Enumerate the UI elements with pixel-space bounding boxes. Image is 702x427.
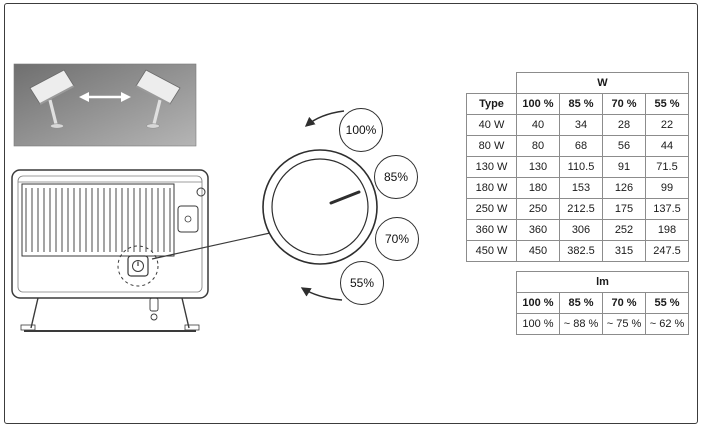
value-cell: 450 [516, 240, 560, 262]
value-cell: 130 [516, 156, 560, 178]
tilt-double-arrow-icon [79, 92, 131, 102]
value-cell: ~ 62 % [645, 313, 689, 335]
value-cell: 360 [516, 219, 560, 241]
dial-option-85: 85% [374, 155, 418, 199]
column-header: 100 % [516, 93, 560, 115]
dial-option-55: 55% [340, 261, 384, 305]
value-cell: 126 [602, 177, 646, 199]
mounting-bracket [20, 297, 200, 332]
row-header-cell: 100 % [516, 313, 560, 335]
lumen-table: lm 100 %85 %70 %55 % 100 %~ 88 %~ 75 %~ … [516, 271, 689, 335]
dial-option-label: 85% [383, 170, 409, 184]
floodlight-drawing [11, 169, 209, 332]
driver-box [177, 205, 199, 233]
unit-header-lm: lm [516, 271, 689, 293]
value-cell: 137.5 [645, 198, 689, 220]
value-cell: ~ 75 % [602, 313, 646, 335]
heatsink-fins [21, 183, 175, 257]
tilted-floodlight-right-icon [135, 69, 181, 129]
value-cell: 306 [559, 219, 603, 241]
value-cell: 153 [559, 177, 603, 199]
value-cell: 56 [602, 135, 646, 157]
row-header-cell: 250 W [466, 198, 517, 220]
lumen-table-body: 100 %~ 88 %~ 75 %~ 62 % [516, 313, 689, 335]
row-header-cell: 450 W [466, 240, 517, 262]
value-cell: 110.5 [559, 156, 603, 178]
value-cell: ~ 88 % [559, 313, 603, 335]
table-row: 100 %~ 88 %~ 75 %~ 62 % [516, 313, 689, 335]
value-cell: 28 [602, 114, 646, 136]
column-header: 70 % [602, 292, 646, 314]
value-cell: 68 [559, 135, 603, 157]
column-header: 100 % [516, 292, 560, 314]
dial-option-label: 70% [384, 232, 410, 246]
column-header: 85 % [559, 93, 603, 115]
row-header-cell: 180 W [466, 177, 517, 199]
unit-header-row: lm [516, 271, 689, 293]
value-cell: 315 [602, 240, 646, 262]
tilted-floodlight-left-icon [29, 69, 75, 129]
value-cell: 40 [516, 114, 560, 136]
value-cell: 198 [645, 219, 689, 241]
value-cell: 22 [645, 114, 689, 136]
blank-cell [467, 73, 517, 94]
value-cell: 71.5 [645, 156, 689, 178]
unit-header-row: W [467, 72, 689, 94]
dial-option-100: 100% [339, 108, 383, 152]
value-cell: 175 [602, 198, 646, 220]
column-header: 55 % [645, 93, 689, 115]
value-cell: 252 [602, 219, 646, 241]
value-cell: 91 [602, 156, 646, 178]
rotate-arrow-top-icon [304, 110, 345, 127]
dial-option-70: 70% [375, 217, 419, 261]
column-header: 55 % [645, 292, 689, 314]
value-cell: 382.5 [559, 240, 603, 262]
column-header: Type [466, 93, 517, 115]
tilt-inset-illustration [13, 63, 197, 147]
value-cell: 212.5 [559, 198, 603, 220]
unit-header-w: W [516, 72, 689, 94]
dial-option-label: 100% [345, 123, 377, 137]
column-header: 85 % [559, 292, 603, 314]
value-cell: 34 [559, 114, 603, 136]
column-header-row: 100 %85 %70 %55 % [516, 292, 689, 314]
rotate-arrow-bottom-icon [300, 287, 343, 301]
value-cell: 99 [645, 177, 689, 199]
value-cell: 180 [516, 177, 560, 199]
callout-leader-line [151, 232, 271, 260]
dimmer-knob [127, 255, 149, 277]
value-cell: 247.5 [645, 240, 689, 262]
knob-highlight-circle [117, 245, 159, 287]
row-header-cell: 360 W [466, 219, 517, 241]
dial-magnified [262, 149, 378, 265]
row-header-cell: 80 W [466, 135, 517, 157]
row-header-cell: 40 W [466, 114, 517, 136]
value-cell: 250 [516, 198, 560, 220]
row-header-cell: 130 W [466, 156, 517, 178]
column-header: 70 % [602, 93, 646, 115]
value-cell: 80 [516, 135, 560, 157]
value-cell: 44 [645, 135, 689, 157]
dial-indicator-mark [329, 190, 361, 205]
screw-icon [196, 187, 206, 197]
dial-option-label: 55% [349, 276, 375, 290]
